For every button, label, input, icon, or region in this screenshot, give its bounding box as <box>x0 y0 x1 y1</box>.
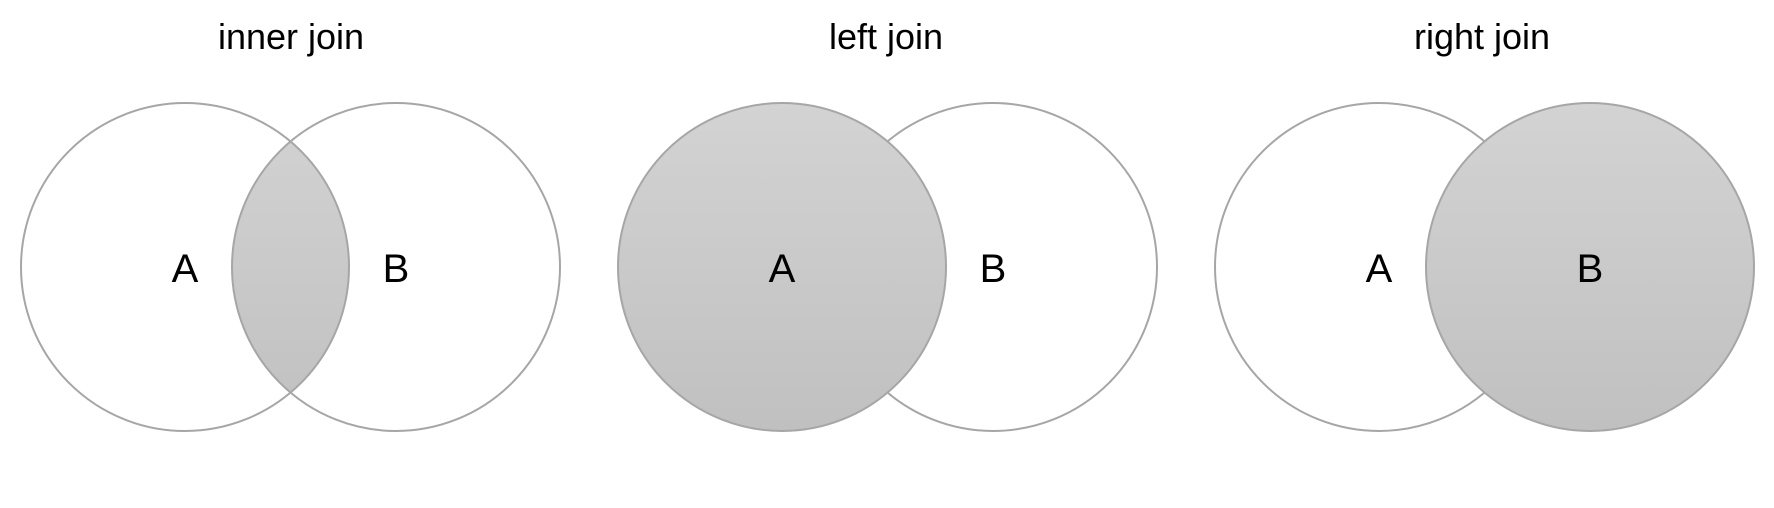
left-join-panel: left join A B <box>617 16 1158 432</box>
right-join-title: right join <box>1414 16 1550 57</box>
left-join-circle-a <box>617 102 947 432</box>
inner-join-panel: inner join A B <box>20 16 561 432</box>
right-join-label-b: B <box>1577 247 1604 291</box>
inner-join-intersection-region <box>232 103 349 431</box>
inner-join-label-b: B <box>383 247 410 291</box>
left-join-label-a: A <box>769 247 796 291</box>
inner-join-title: inner join <box>218 16 364 57</box>
right-join-panel: right join A B <box>1214 16 1755 432</box>
left-join-title: left join <box>829 16 943 57</box>
right-join-label-a: A <box>1366 247 1393 291</box>
inner-join-label-a: A <box>172 247 199 291</box>
left-join-label-b: B <box>980 247 1007 291</box>
inner-join-circle-b <box>231 102 561 432</box>
right-join-circle-b <box>1425 102 1755 432</box>
inner-join-circle-a <box>20 102 350 432</box>
